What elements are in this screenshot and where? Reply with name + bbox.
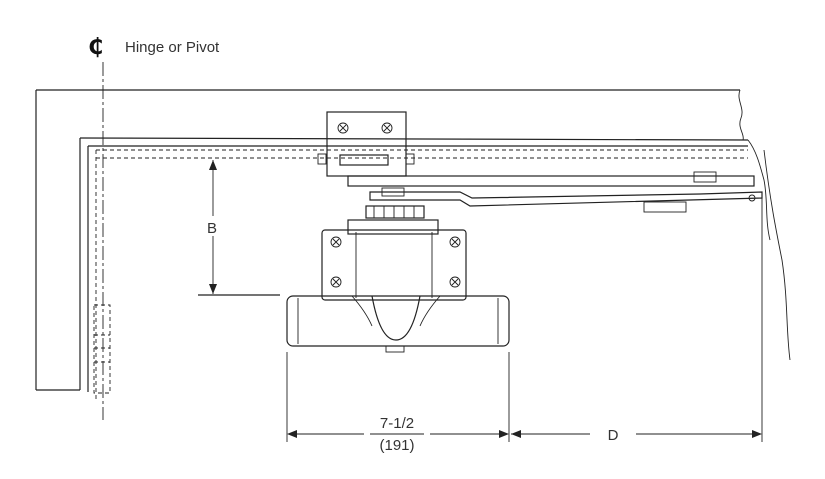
dimension-d: D <box>511 198 763 444</box>
centerline-symbol: ₵ <box>88 35 103 60</box>
closer-body <box>286 219 510 353</box>
closer-arm <box>347 171 763 219</box>
hinge-leaf <box>93 304 111 394</box>
centerline-label: Hinge or Pivot <box>125 39 220 56</box>
dimension-width-imperial: 7-1/2 <box>380 415 414 432</box>
dimension-d-label: D <box>608 427 619 444</box>
dimension-b-label: B <box>207 220 217 237</box>
arm-shoe-bracket <box>317 111 415 177</box>
door-frame <box>35 89 791 400</box>
dimension-b: B <box>198 160 280 296</box>
dimension-closer-width: 7-1/2 (191) <box>286 352 510 454</box>
dimension-width-metric: (191) <box>379 437 414 454</box>
